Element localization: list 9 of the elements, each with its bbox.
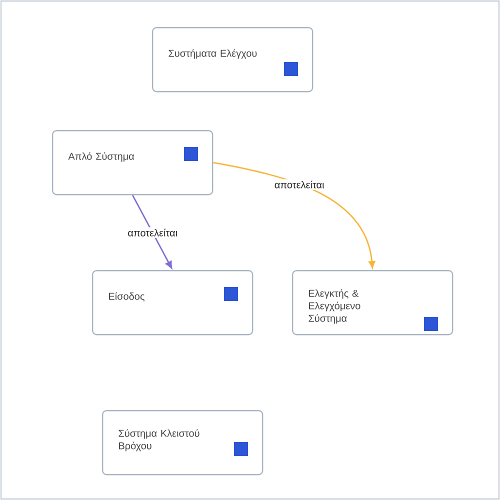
node-box: Σύστημα Κλειστού Βρόχου — [102, 410, 264, 476]
edge-label: αποτελείται — [126, 227, 180, 238]
node-box: Απλό Σύστημα — [52, 130, 214, 196]
edge-label: αποτελείται — [272, 179, 326, 190]
arrow — [132, 194, 172, 269]
arrow — [213, 162, 376, 268]
node-box: Συστήματα Ελέγχου — [152, 27, 314, 92]
node-box: Ελεγκτής & Ελεγχόμενο Σύστημα — [292, 270, 454, 336]
node-box: Είσοδος — [92, 270, 254, 336]
